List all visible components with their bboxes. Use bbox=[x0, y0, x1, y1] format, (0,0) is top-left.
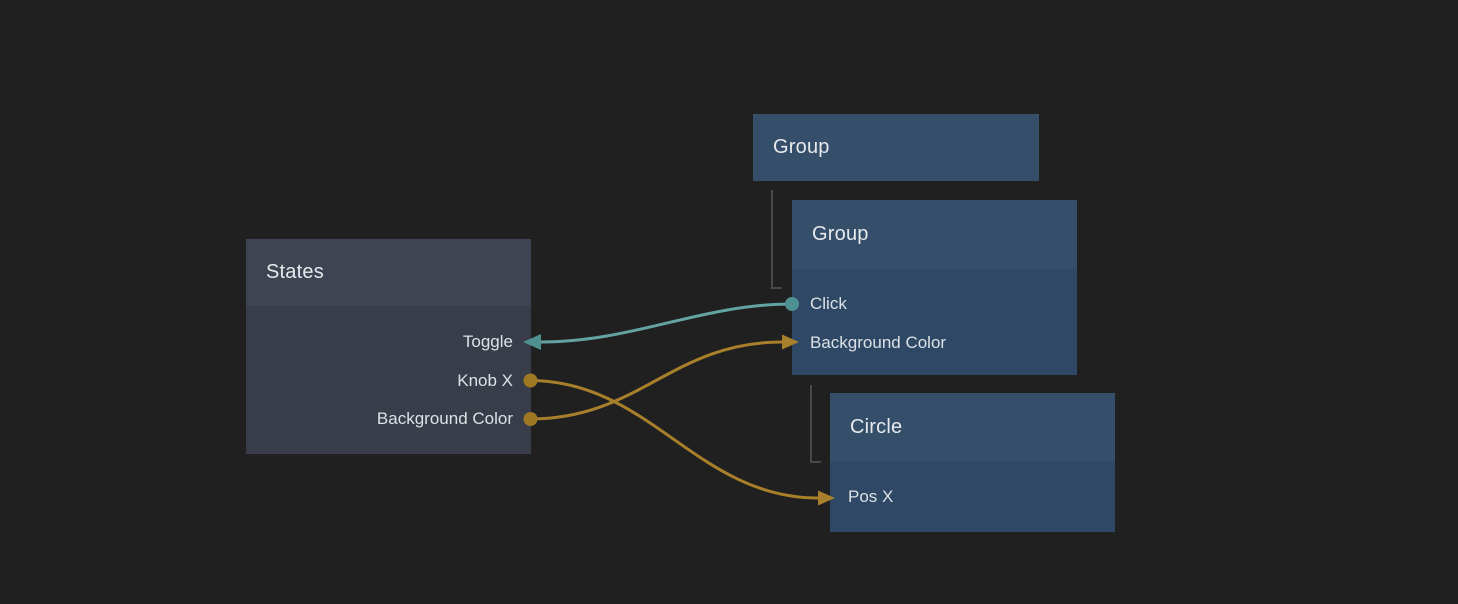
node-group-child-body: Click Background Color bbox=[792, 269, 1077, 375]
port-row-knob-x[interactable]: Knob X bbox=[246, 362, 531, 401]
tree-connector-group-to-circle bbox=[810, 385, 821, 463]
tree-connector-group-to-group bbox=[771, 190, 782, 289]
port-dot-click-output[interactable] bbox=[785, 297, 799, 311]
port-label-knob-x: Knob X bbox=[457, 370, 513, 390]
arrowhead-toggle-input[interactable] bbox=[523, 334, 541, 350]
node-circle-title: Circle bbox=[850, 416, 903, 438]
wire-click-to-toggle[interactable] bbox=[539, 302, 794, 344]
arrowhead-background-color-input[interactable] bbox=[782, 334, 799, 350]
node-group-child[interactable]: Group Click Background Color bbox=[792, 200, 1077, 375]
wire-bgcolor-to-bgcolor[interactable] bbox=[528, 340, 784, 421]
node-circle-header[interactable]: Circle bbox=[830, 393, 1115, 462]
node-group-parent-header[interactable]: Group bbox=[753, 114, 1039, 181]
node-states-header[interactable]: States bbox=[246, 239, 531, 306]
port-dot-knob-x-output[interactable] bbox=[523, 373, 538, 388]
node-group-child-title: Group bbox=[812, 223, 869, 245]
port-row-background-color-out[interactable]: Background Color bbox=[246, 400, 531, 439]
node-states[interactable]: States Toggle Knob X Background Color bbox=[246, 239, 531, 454]
port-label-toggle: Toggle bbox=[462, 332, 513, 352]
port-row-toggle[interactable]: Toggle bbox=[246, 323, 531, 362]
node-states-body: Toggle Knob X Background Color bbox=[246, 306, 531, 454]
port-row-background-color-in[interactable]: Background Color bbox=[792, 324, 1077, 363]
node-circle-body: Pos X bbox=[830, 462, 1115, 532]
port-row-pos-x[interactable]: Pos X bbox=[830, 478, 1115, 517]
arrowhead-pos-x-input[interactable] bbox=[818, 490, 835, 506]
port-label-background-color-in: Background Color bbox=[810, 332, 947, 352]
port-row-click[interactable]: Click bbox=[792, 285, 1077, 324]
node-states-title: States bbox=[266, 261, 324, 283]
node-circle[interactable]: Circle Pos X bbox=[830, 393, 1115, 532]
wire-knobx-to-posx[interactable] bbox=[528, 379, 820, 500]
node-group-parent[interactable]: Group bbox=[753, 114, 1039, 181]
node-group-parent-title: Group bbox=[773, 136, 830, 158]
port-label-background-color-out: Background Color bbox=[376, 409, 513, 429]
port-label-click: Click bbox=[810, 294, 847, 314]
port-label-pos-x: Pos X bbox=[848, 487, 894, 507]
node-group-child-header[interactable]: Group bbox=[792, 200, 1077, 269]
port-dot-background-color-output[interactable] bbox=[523, 412, 538, 426]
